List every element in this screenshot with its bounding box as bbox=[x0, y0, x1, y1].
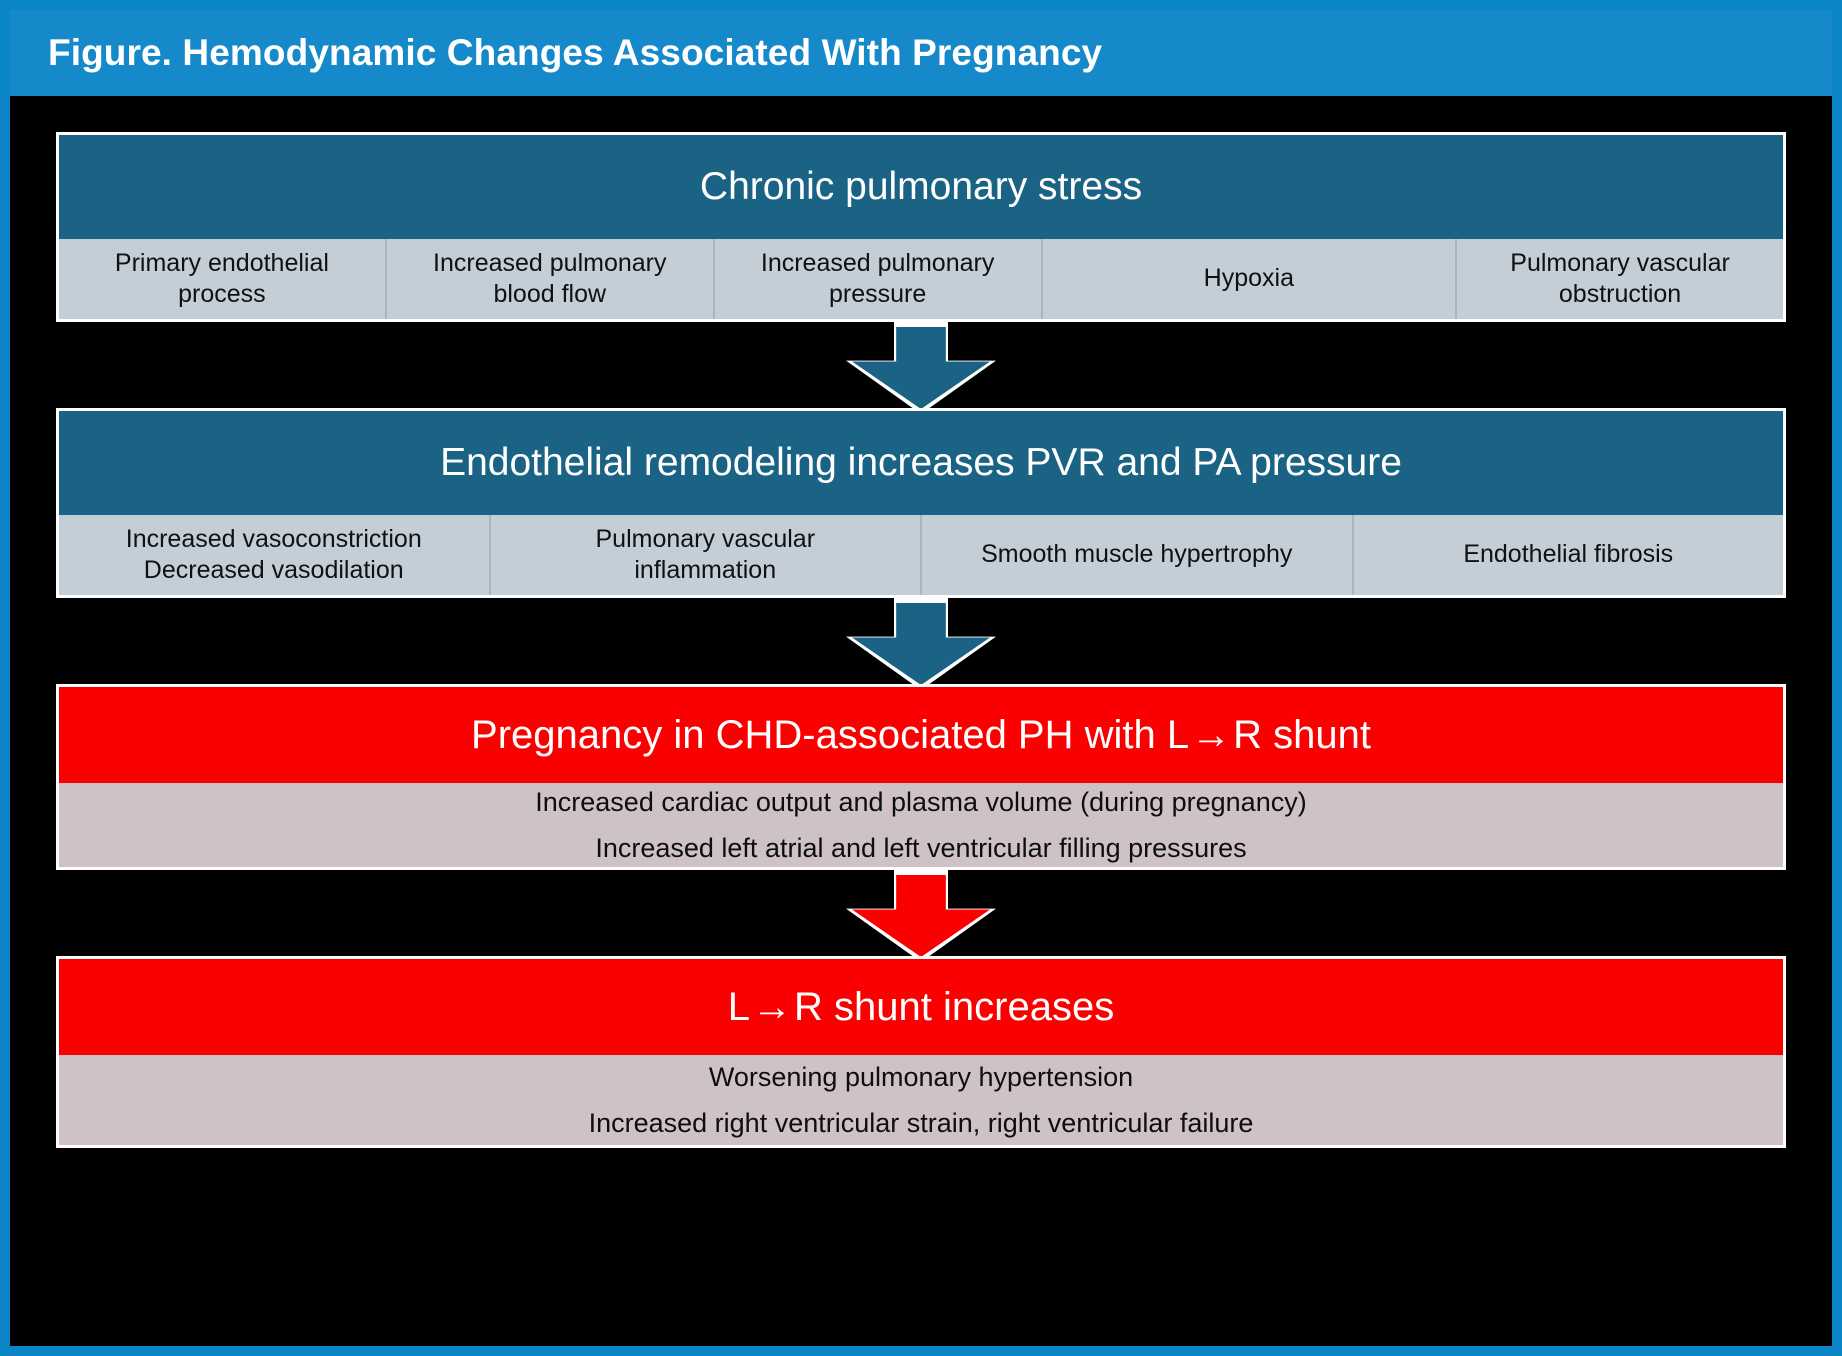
cell-pulmonary-vascular-inflammation: Pulmonary vascular inflammation bbox=[491, 515, 922, 595]
block-body-shunt-increases: Worsening pulmonary hypertension Increas… bbox=[59, 1055, 1783, 1145]
body-line: Increased right ventricular strain, righ… bbox=[588, 1108, 1254, 1138]
cell-line: Pulmonary vascular bbox=[595, 524, 816, 553]
arrow-fill bbox=[852, 875, 990, 957]
header-text-post: R shunt bbox=[1233, 713, 1371, 757]
block-pregnancy-chd-ph: Pregnancy in CHD-associated PH with L→R … bbox=[56, 684, 1786, 870]
block-header-label: Endothelial remodeling increases PVR and… bbox=[440, 440, 1402, 484]
arrow-down-icon-1 bbox=[846, 322, 996, 414]
body-line: Worsening pulmonary hypertension bbox=[708, 1061, 1134, 1092]
cell-line: Increased vasoconstriction bbox=[125, 524, 422, 553]
block-header-endothelial-remodeling: Endothelial remodeling increases PVR and… bbox=[59, 411, 1783, 515]
cell-line: Pulmonary vascular bbox=[1510, 248, 1730, 277]
cell-endothelial-fibrosis: Endothelial fibrosis bbox=[1354, 515, 1784, 595]
cell-increased-pulmonary-pressure: Increased pulmonary pressure bbox=[715, 239, 1043, 319]
right-arrow-icon: → bbox=[752, 985, 793, 1029]
cell-line: Hypoxia bbox=[1203, 264, 1294, 293]
cell-line: Smooth muscle hypertrophy bbox=[981, 540, 1293, 569]
body-line: Increased left atrial and left ventricul… bbox=[595, 833, 1247, 863]
cell-line: Increased pulmonary bbox=[760, 248, 995, 277]
cell-line: blood flow bbox=[493, 280, 607, 308]
arrow-fill bbox=[852, 603, 990, 685]
arrow-fill bbox=[852, 327, 990, 409]
block-header-shunt-increases: L→R shunt increases bbox=[59, 959, 1783, 1055]
block-header-chronic-pulmonary-stress: Chronic pulmonary stress bbox=[59, 135, 1783, 239]
block-endothelial-remodeling: Endothelial remodeling increases PVR and… bbox=[56, 408, 1786, 598]
flowchart-canvas: Chronic pulmonary stress Primary endothe… bbox=[10, 96, 1832, 1346]
block-header-label: L→R shunt increases bbox=[716, 984, 1126, 1030]
page-title: Figure. Hemodynamic Changes Associated W… bbox=[48, 32, 1103, 73]
figure-title-banner: Figure. Hemodynamic Changes Associated W… bbox=[10, 10, 1832, 96]
block-header-label: Pregnancy in CHD-associated PH with L→R … bbox=[459, 712, 1383, 758]
block-chronic-pulmonary-stress: Chronic pulmonary stress Primary endothe… bbox=[56, 132, 1786, 322]
block-shunt-increases: L→R shunt increases Worsening pulmonary … bbox=[56, 956, 1786, 1148]
right-arrow-icon: → bbox=[1191, 713, 1232, 757]
cell-line: Increased pulmonary bbox=[433, 248, 667, 277]
cell-increased-pulmonary-blood-flow: Increased pulmonary blood flow bbox=[387, 239, 715, 319]
block-body-pregnancy-chd-ph: Increased cardiac output and plasma volu… bbox=[59, 783, 1783, 867]
arrow-down-icon-3 bbox=[846, 870, 996, 962]
cell-line: Endothelial fibrosis bbox=[1463, 540, 1674, 569]
header-text-pre: L bbox=[727, 985, 751, 1029]
cell-line: Primary endothelial bbox=[114, 248, 329, 277]
cell-line: inflammation bbox=[634, 556, 777, 584]
header-text-pre: Pregnancy in CHD-associated PH with L bbox=[471, 713, 1190, 757]
cell-line: Decreased vasodilation bbox=[143, 556, 404, 584]
cell-line: obstruction bbox=[1558, 280, 1682, 308]
cell-row-endothelial-remodeling: Increased vasoconstriction Decreased vas… bbox=[59, 515, 1783, 595]
cell-line: process bbox=[178, 280, 266, 308]
cell-increased-vasoconstriction: Increased vasoconstriction Decreased vas… bbox=[59, 515, 491, 595]
cell-line: pressure bbox=[828, 280, 927, 308]
arrow-down-icon-2 bbox=[846, 598, 996, 690]
cell-primary-endothelial-process: Primary endothelial process bbox=[59, 239, 387, 319]
cell-smooth-muscle-hypertrophy: Smooth muscle hypertrophy bbox=[922, 515, 1354, 595]
cell-hypoxia: Hypoxia bbox=[1043, 239, 1458, 319]
header-text-post: R shunt increases bbox=[794, 985, 1115, 1029]
body-line: Increased cardiac output and plasma volu… bbox=[535, 786, 1307, 817]
cell-row-chronic-pulmonary-stress: Primary endothelial process Increased pu… bbox=[59, 239, 1783, 319]
block-header-label: Chronic pulmonary stress bbox=[699, 164, 1143, 208]
cell-pulmonary-vascular-obstruction: Pulmonary vascular obstruction bbox=[1457, 239, 1783, 319]
block-header-pregnancy-chd-ph: Pregnancy in CHD-associated PH with L→R … bbox=[59, 687, 1783, 783]
